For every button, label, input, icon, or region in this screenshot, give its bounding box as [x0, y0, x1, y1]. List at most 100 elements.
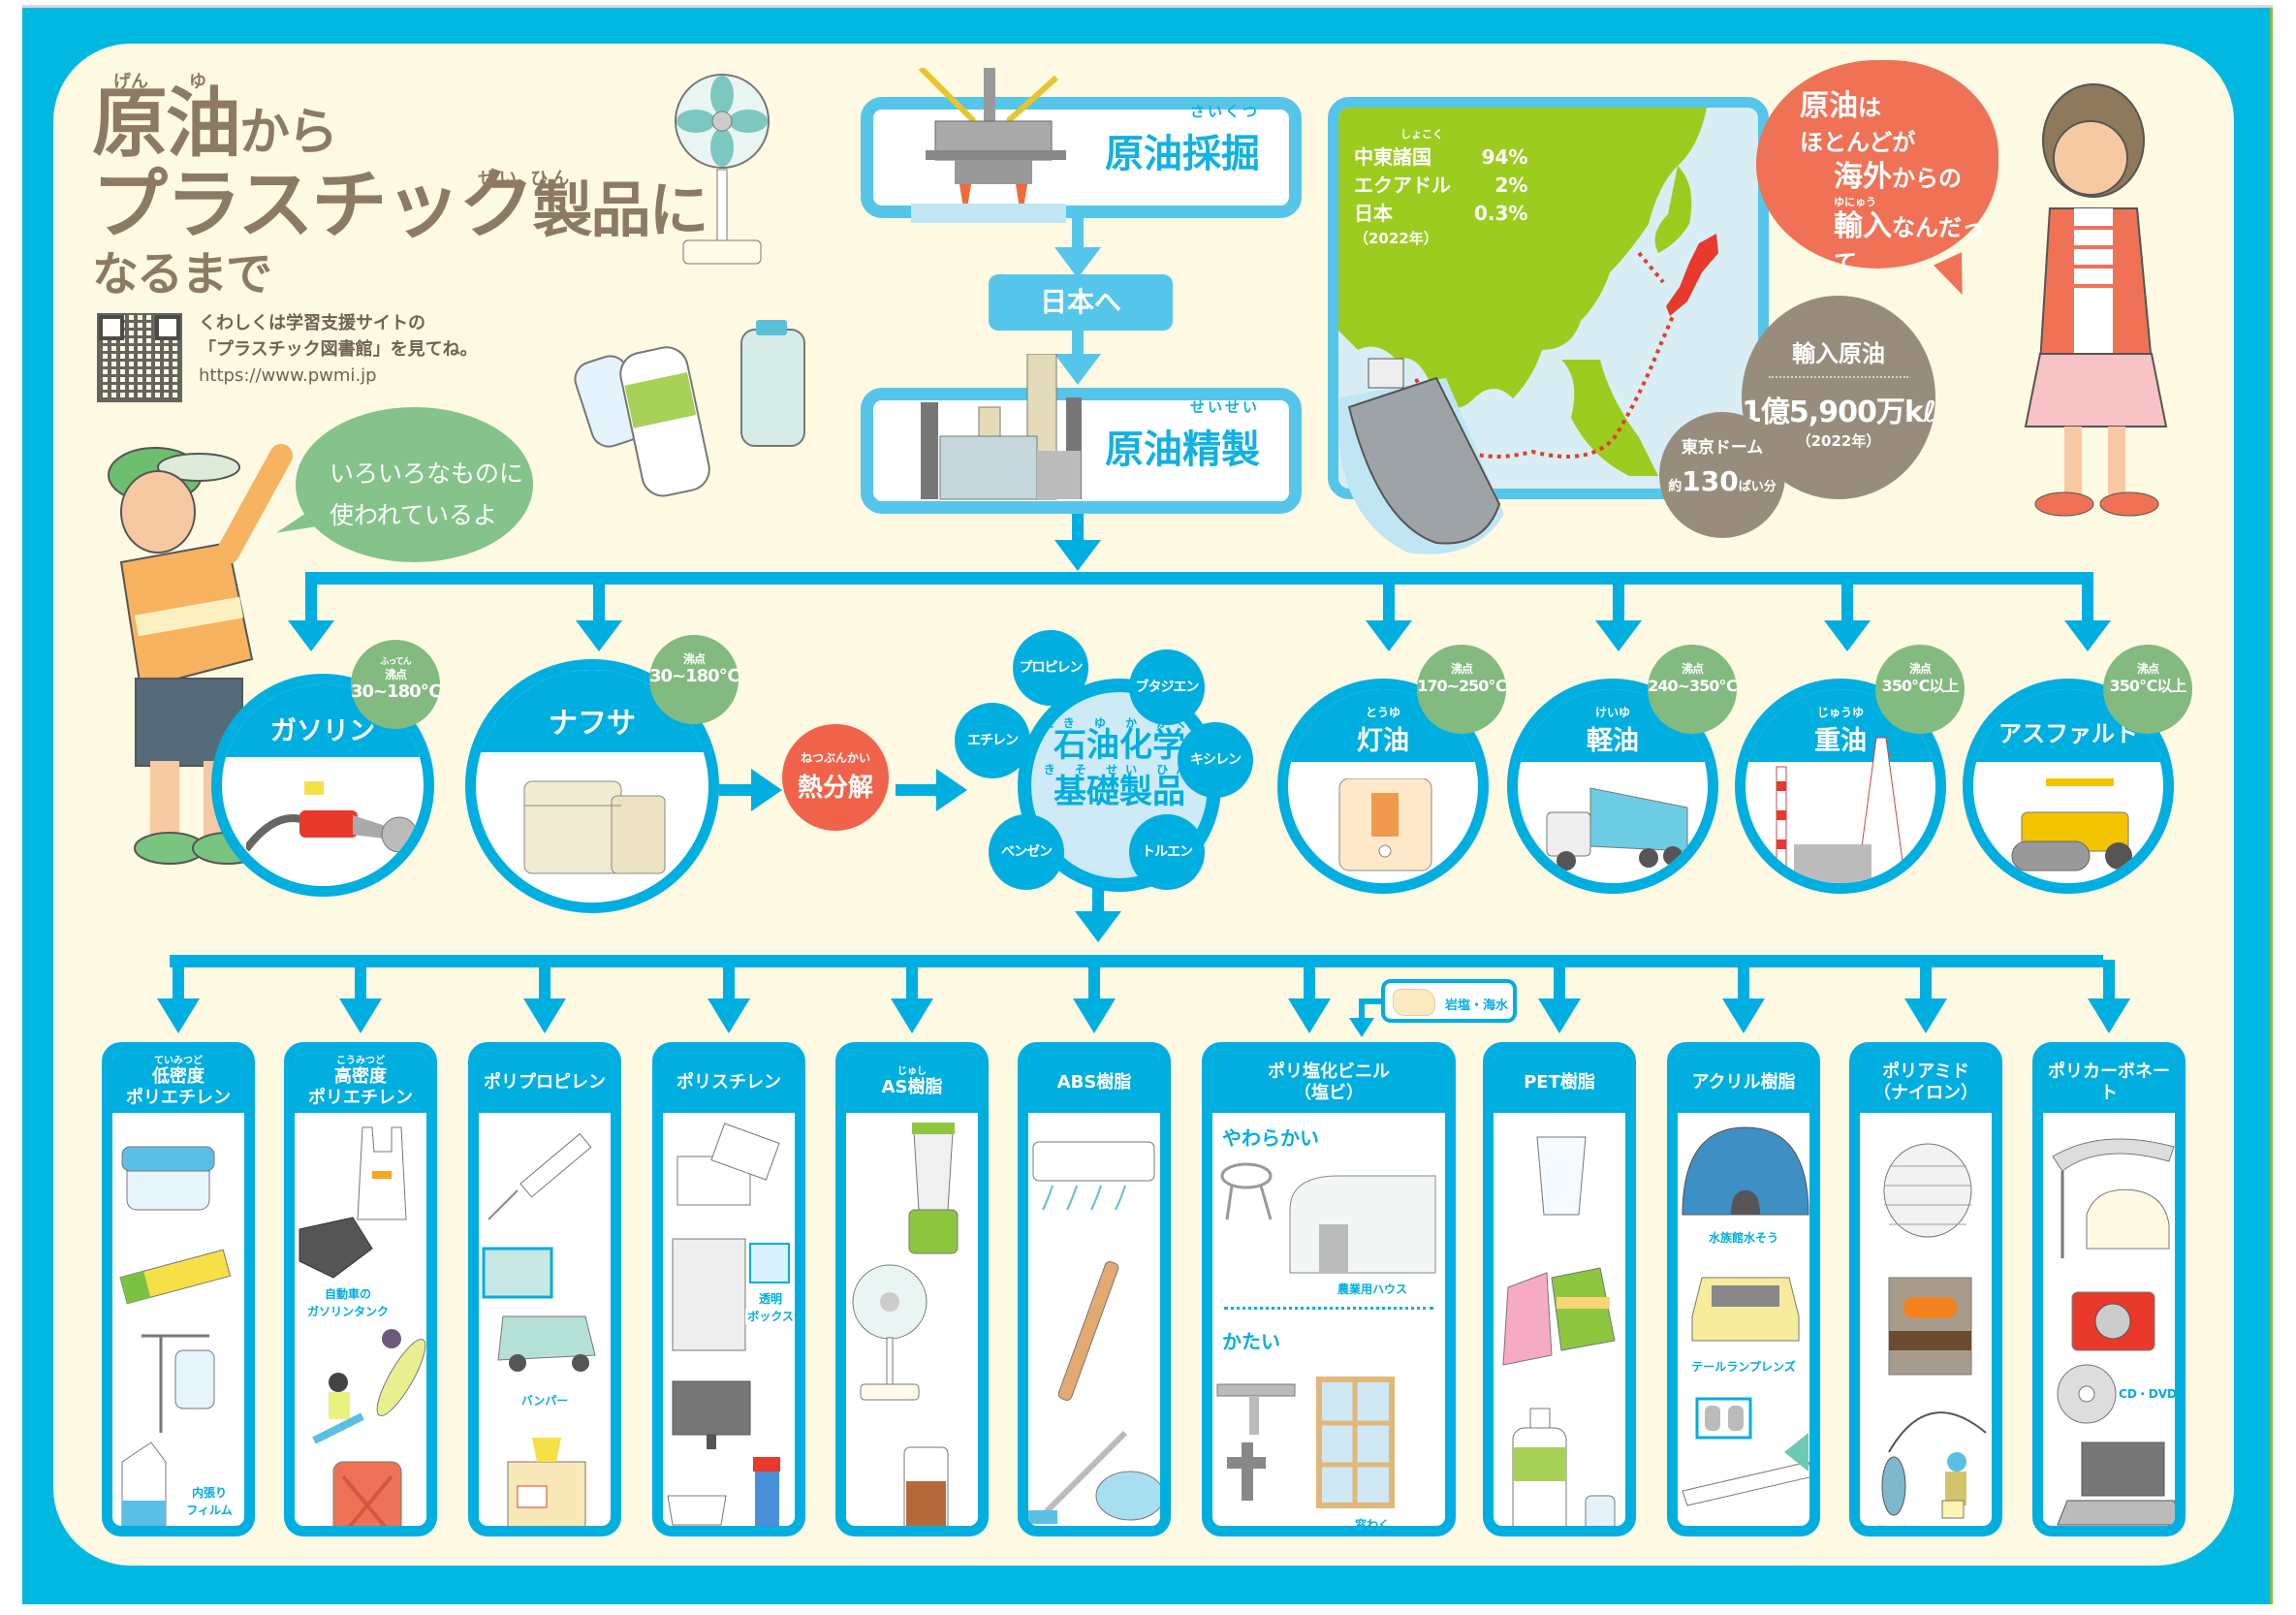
kerosene-heater-icon [1338, 778, 1432, 871]
product-name: ポリ塩化ビニル [1268, 1061, 1390, 1083]
product-card-header: ABS樹脂 [1028, 1053, 1160, 1113]
storage-tank-icon [523, 780, 666, 874]
girl-speech-bubble: 原油は ほとんどが 海外からの ゆにゅう 輸入なんだって [1756, 60, 1998, 276]
petal-butadiene: ブタジエン [1129, 649, 1205, 725]
product-drop-line [1554, 960, 1565, 1003]
girl-speech-kanji1: 原油 [1800, 89, 1858, 123]
petrochem-ruby-bottom: き そ せい ひん [1043, 762, 1196, 776]
import-heading: 輸入原油 [1769, 334, 1908, 378]
product-name: アクリル樹脂 [1691, 1072, 1796, 1093]
cracking-ruby: ねつぶんかい [800, 751, 870, 765]
window-frame-icon [1316, 1377, 1395, 1508]
naphtha-to-crack-arrow [751, 769, 782, 811]
product-drop-line [906, 960, 918, 1003]
curry-pouch-icon [1888, 1277, 1972, 1376]
product-card-header: ポリ塩化ビニル（塩ビ） [1212, 1053, 1445, 1113]
petal-toluene: トルエン [1129, 814, 1205, 890]
product-card-body: 水族館水そうテールランプレンズ [1678, 1113, 1809, 1526]
info-url[interactable]: https://www.pwmi.jp [199, 365, 377, 386]
title-line2-tail: に [648, 174, 708, 245]
laptop-icon [2057, 1441, 2175, 1526]
product-note: バンパー [519, 1394, 571, 1409]
product-ruby: こうみつど [336, 1056, 385, 1067]
car-bumper-icon [482, 1247, 596, 1372]
dome-count: 130 [1682, 464, 1739, 497]
import-volume-circle: 輸入原油 1億5,900万kℓ （2022年） [1742, 296, 1936, 499]
fraction-name: 重油 [1814, 726, 1867, 756]
page-title: げん ゆ 原油から せい ひん プラスチック製品に なるまで [92, 68, 708, 299]
product-note-group: 内張りフィルム [175, 1486, 243, 1518]
tokyo-dome-circle: 東京ドーム 約130ぱい分 [1659, 412, 1785, 538]
product-name: 高密度 [334, 1066, 387, 1088]
product-note: 農業用ハウス [1335, 1282, 1409, 1297]
product-card-body: バンパー [479, 1113, 611, 1526]
extraction-ruby: さいくつ [1189, 103, 1260, 120]
info-line2: 「プラスチック図書館」を見てね。 [199, 339, 478, 360]
title-ruby-gen: げん [113, 72, 148, 92]
product-card: こうみつど高密度ポリエチレン自動車のガソリンタンク [284, 1042, 437, 1536]
petrochem-line2: 基礎製品 [1054, 772, 1185, 811]
clothes-icon [1502, 1267, 1616, 1366]
product-name-2: （塩ビ） [1294, 1083, 1364, 1103]
boil-label: 沸点 [384, 667, 407, 681]
boil-badge-asphalt: 沸点 350℃以上 [2103, 645, 2192, 734]
girl-speech-kana4: なんだって [1834, 214, 1985, 276]
source-name: 中東諸国 [1354, 144, 1431, 169]
product-card-body: 透明ボックス [663, 1113, 795, 1526]
salt-source-label: 岩塩・海水 [1445, 998, 1509, 1013]
map-year: （2022年） [1354, 229, 1438, 247]
product-card: ポリスチレン透明ボックス [652, 1042, 805, 1536]
product-name-2: ポリエチレン [308, 1088, 413, 1108]
bottles-illustration [574, 320, 805, 497]
boil-range: 170~250℃ [1417, 677, 1507, 696]
qr-code[interactable] [97, 313, 182, 402]
boil-badge-naphtha: 沸点 30~180℃ [649, 635, 740, 724]
fraction-drop-line [1613, 577, 1624, 625]
product-card-body: CD・DVD [2043, 1113, 2175, 1526]
boil-label: 沸点 [1908, 662, 1932, 676]
import-value: 1億5,900万kℓ [1742, 396, 1936, 429]
product-name: ポリアミド [1882, 1061, 1969, 1083]
refrigerator-icon [672, 1238, 790, 1351]
petal-ethylene: エチレン [955, 703, 1030, 778]
boil-range: 30~180℃ [649, 666, 740, 687]
air-conditioner-icon [1032, 1141, 1155, 1211]
product-card: PET樹脂 [1483, 1042, 1636, 1536]
boil-badge-heavy-oil: 沸点 350℃以上 [1875, 645, 1965, 734]
syringe-icon [488, 1132, 592, 1220]
boil-label: 沸点 [1450, 662, 1473, 676]
boil-ruby: ふってん [380, 657, 412, 667]
product-drop-arrow [1722, 998, 1765, 1033]
product-bus-line [170, 955, 2103, 967]
fraction-ruby: とうゆ [1365, 706, 1400, 719]
flow-arrow-1 [1054, 247, 1101, 278]
frame-edge [2270, 8, 2273, 1604]
ski-snowboard-icon [312, 1329, 426, 1444]
food-container-icon [121, 1146, 215, 1211]
styrofoam-box-icon [676, 1123, 780, 1206]
tray-robot-icon [667, 1457, 780, 1526]
product-note-group: 農業用ハウス [1309, 1282, 1435, 1297]
car-rear-icon [1691, 1277, 1800, 1342]
product-drop-arrow [1288, 998, 1331, 1033]
boy-speech-line1: いろいろなものに [330, 459, 524, 488]
fraction-drop-line [593, 577, 605, 625]
monitor-icon [672, 1380, 751, 1449]
product-note: フィルム [184, 1504, 235, 1518]
product-card: ポリアミド（ナイロン）釣り糸 [1849, 1042, 2002, 1536]
product-card-body: 内張りフィルム [112, 1113, 244, 1526]
vacuum-cleaner-icon [1028, 1430, 1160, 1524]
product-drop-line [539, 960, 550, 1003]
girl-speech-line2: ほとんどが [1800, 128, 1916, 156]
airplane-window-icon [1682, 1397, 1809, 1506]
boil-badge-diesel: 沸点 240~350℃ [1648, 645, 1738, 734]
iv-bag-icon [142, 1334, 215, 1433]
product-drop-arrow [1538, 998, 1581, 1033]
product-drop-line [1088, 960, 1100, 1003]
product-card-header: アクリル樹脂 [1678, 1053, 1809, 1113]
girl-speech-kana3: からの [1892, 164, 1962, 192]
